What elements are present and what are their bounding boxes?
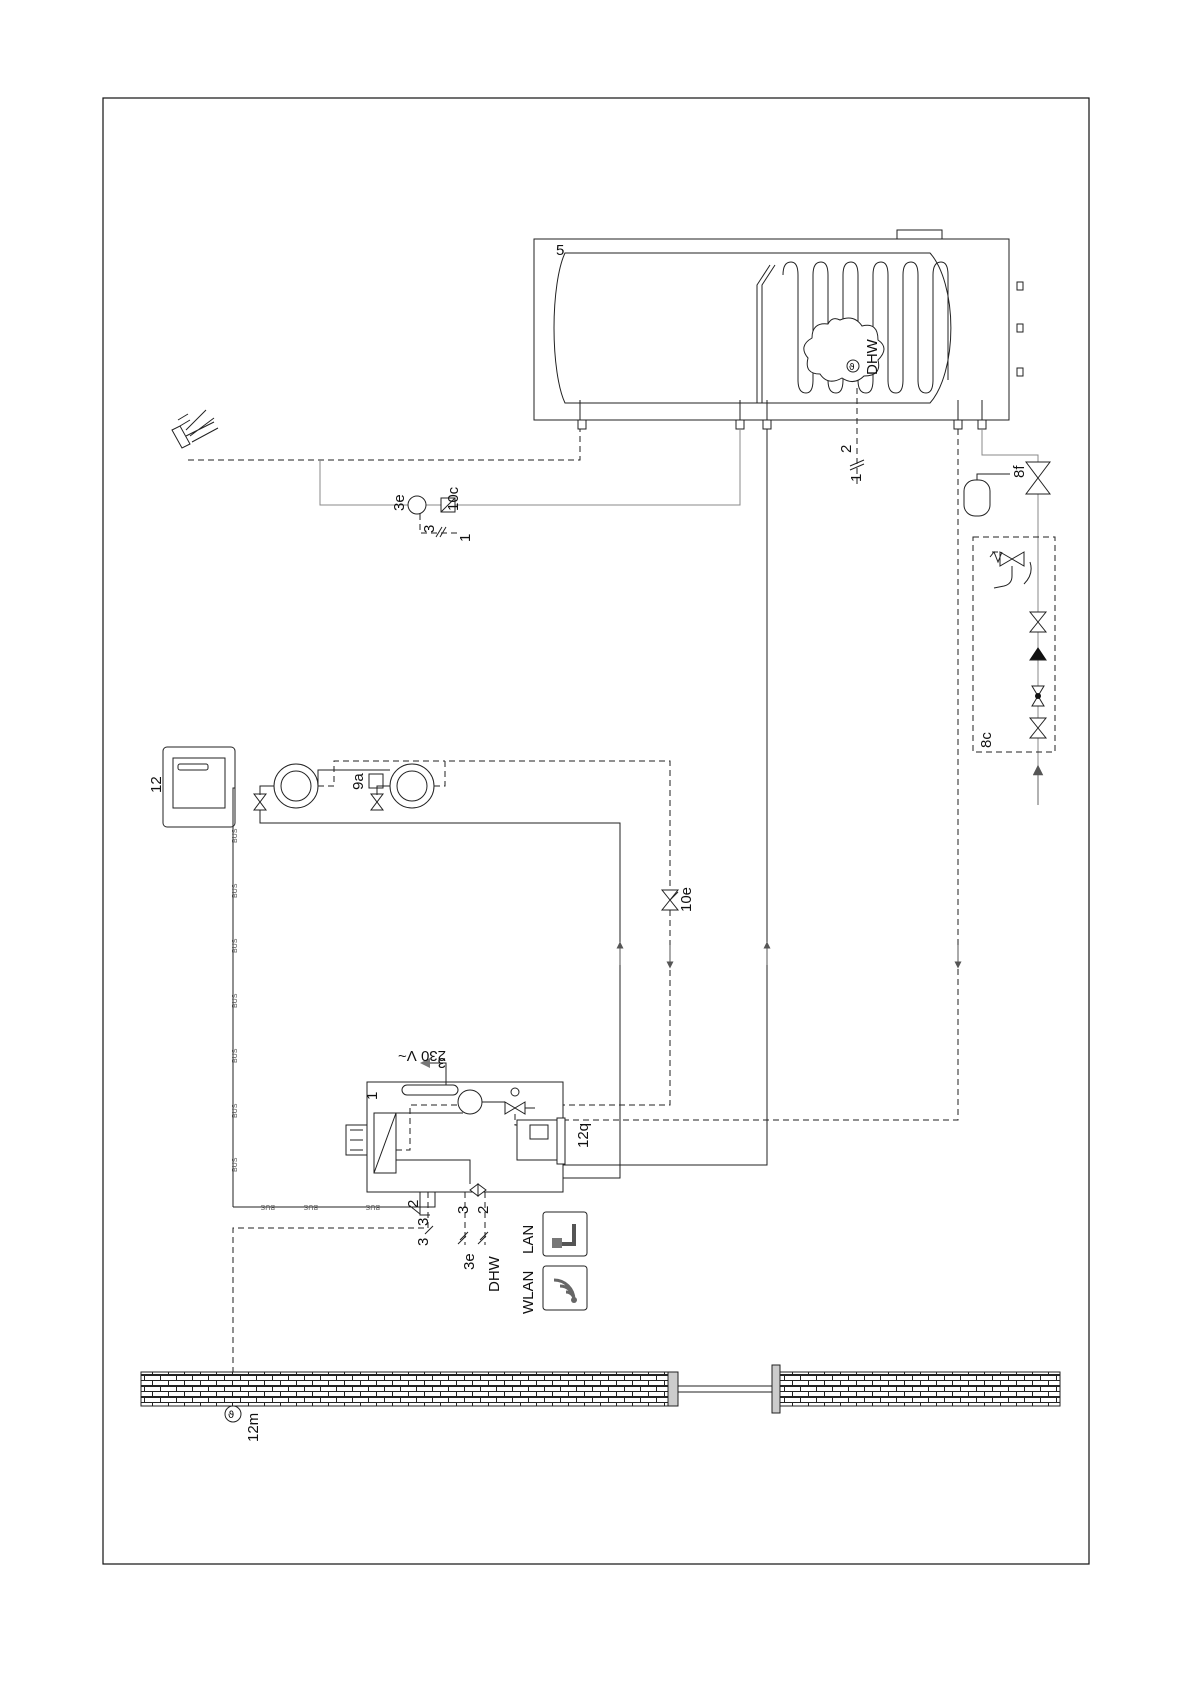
bus-label: BUS bbox=[303, 1203, 318, 1210]
safety-group-box: 8c bbox=[973, 537, 1055, 752]
zone-valve-label: 9a bbox=[350, 773, 367, 790]
supply-cable-label: 3 bbox=[438, 1054, 446, 1071]
hp-pump-icon bbox=[458, 1090, 482, 1114]
pressure-reducer-icon bbox=[1032, 686, 1044, 706]
shutoff-valve-icon bbox=[1030, 612, 1046, 632]
radiator-2 bbox=[390, 764, 434, 808]
lan-plug-icon bbox=[543, 1212, 587, 1256]
svg-text:ϑ: ϑ bbox=[228, 1410, 234, 1421]
outdoor-sensor-label: 12m bbox=[245, 1413, 262, 1442]
inlet-valve-icon bbox=[1030, 718, 1046, 738]
bus-label: BUS bbox=[232, 883, 239, 898]
room-controller: 12 bbox=[148, 747, 235, 827]
bus-label: BUS bbox=[232, 938, 239, 953]
exp-vessel-label: 8f bbox=[1011, 465, 1028, 478]
hp-module-12q bbox=[517, 1118, 565, 1164]
out-dhw-label: DHW bbox=[486, 1255, 503, 1292]
safety-valve-icon bbox=[990, 552, 1031, 588]
tank-coil-flow bbox=[560, 429, 767, 1165]
circ-cable-label-b: 1 bbox=[457, 534, 474, 542]
circ-cable-label: 3 bbox=[421, 525, 438, 533]
bus-label: BUS bbox=[232, 828, 239, 843]
hp-fan-icon bbox=[346, 1125, 367, 1155]
bus-label: BUS bbox=[232, 1103, 239, 1118]
bypass-valve-icon bbox=[662, 890, 678, 910]
wlan-label: WLAN bbox=[520, 1271, 537, 1314]
heating-return-line bbox=[434, 761, 670, 1105]
hp-vessel-icon bbox=[402, 1085, 458, 1095]
tank-coil-return bbox=[555, 429, 958, 1120]
bus-label: BUS bbox=[232, 1157, 239, 1172]
bus-label: BUS bbox=[232, 1048, 239, 1063]
tank-dhw-label: DHW bbox=[864, 338, 881, 375]
building-wall bbox=[141, 1365, 1060, 1413]
outdoor-sensor-icon: ϑ bbox=[225, 1406, 241, 1422]
tank-cable-2: 2 bbox=[838, 445, 855, 453]
check-valve-icon bbox=[1030, 648, 1046, 660]
circ-timer-label: 10c bbox=[445, 486, 462, 511]
out-3e-label: 3e bbox=[461, 1253, 478, 1270]
tank-cable-1: 1 bbox=[848, 474, 865, 482]
hp-cable-2: 2 bbox=[475, 1206, 492, 1214]
power-supply: 230 V~ 3 bbox=[398, 1047, 446, 1085]
controller-label: 12 bbox=[148, 776, 165, 793]
circulation-pump-icon bbox=[408, 496, 426, 514]
shower-head-icon bbox=[172, 410, 218, 448]
dhw-outlet-line bbox=[188, 429, 580, 460]
hp-bus-cable-2: 2 bbox=[405, 1200, 422, 1208]
wifi-icon bbox=[543, 1266, 587, 1310]
svg-text:ϑ: ϑ bbox=[849, 363, 855, 373]
bus-label: BUS bbox=[260, 1203, 275, 1210]
dhw-storage-tank: 5 DHW ϑ bbox=[534, 230, 1023, 429]
radiator-valve-icon bbox=[254, 794, 266, 810]
safety-group-label: 8c bbox=[978, 732, 995, 748]
hp-exchanger-icon bbox=[374, 1113, 396, 1173]
zone-valve-icon bbox=[369, 774, 383, 810]
hp-cable-3: 3 bbox=[455, 1206, 472, 1214]
valve-8f bbox=[1026, 462, 1050, 494]
hp-module-label: 12q bbox=[575, 1123, 592, 1148]
expansion-vessel bbox=[964, 474, 1010, 516]
lan-label: LAN bbox=[520, 1225, 537, 1254]
hp-bus-cable-3b: 3 bbox=[415, 1238, 432, 1246]
circ-pump-label: 3e bbox=[391, 494, 408, 511]
bus-label: BUS bbox=[232, 993, 239, 1008]
tank-number: 5 bbox=[556, 242, 564, 259]
heat-pump-unit: 12q 1 bbox=[346, 1082, 592, 1196]
bus-label: BUS bbox=[365, 1203, 380, 1210]
heat-pump-label: 1 bbox=[364, 1092, 381, 1100]
circulation-line bbox=[320, 429, 740, 505]
bypass-valve-label: 10e bbox=[678, 887, 695, 912]
hp-bus-cable-3: 3 bbox=[415, 1218, 432, 1226]
